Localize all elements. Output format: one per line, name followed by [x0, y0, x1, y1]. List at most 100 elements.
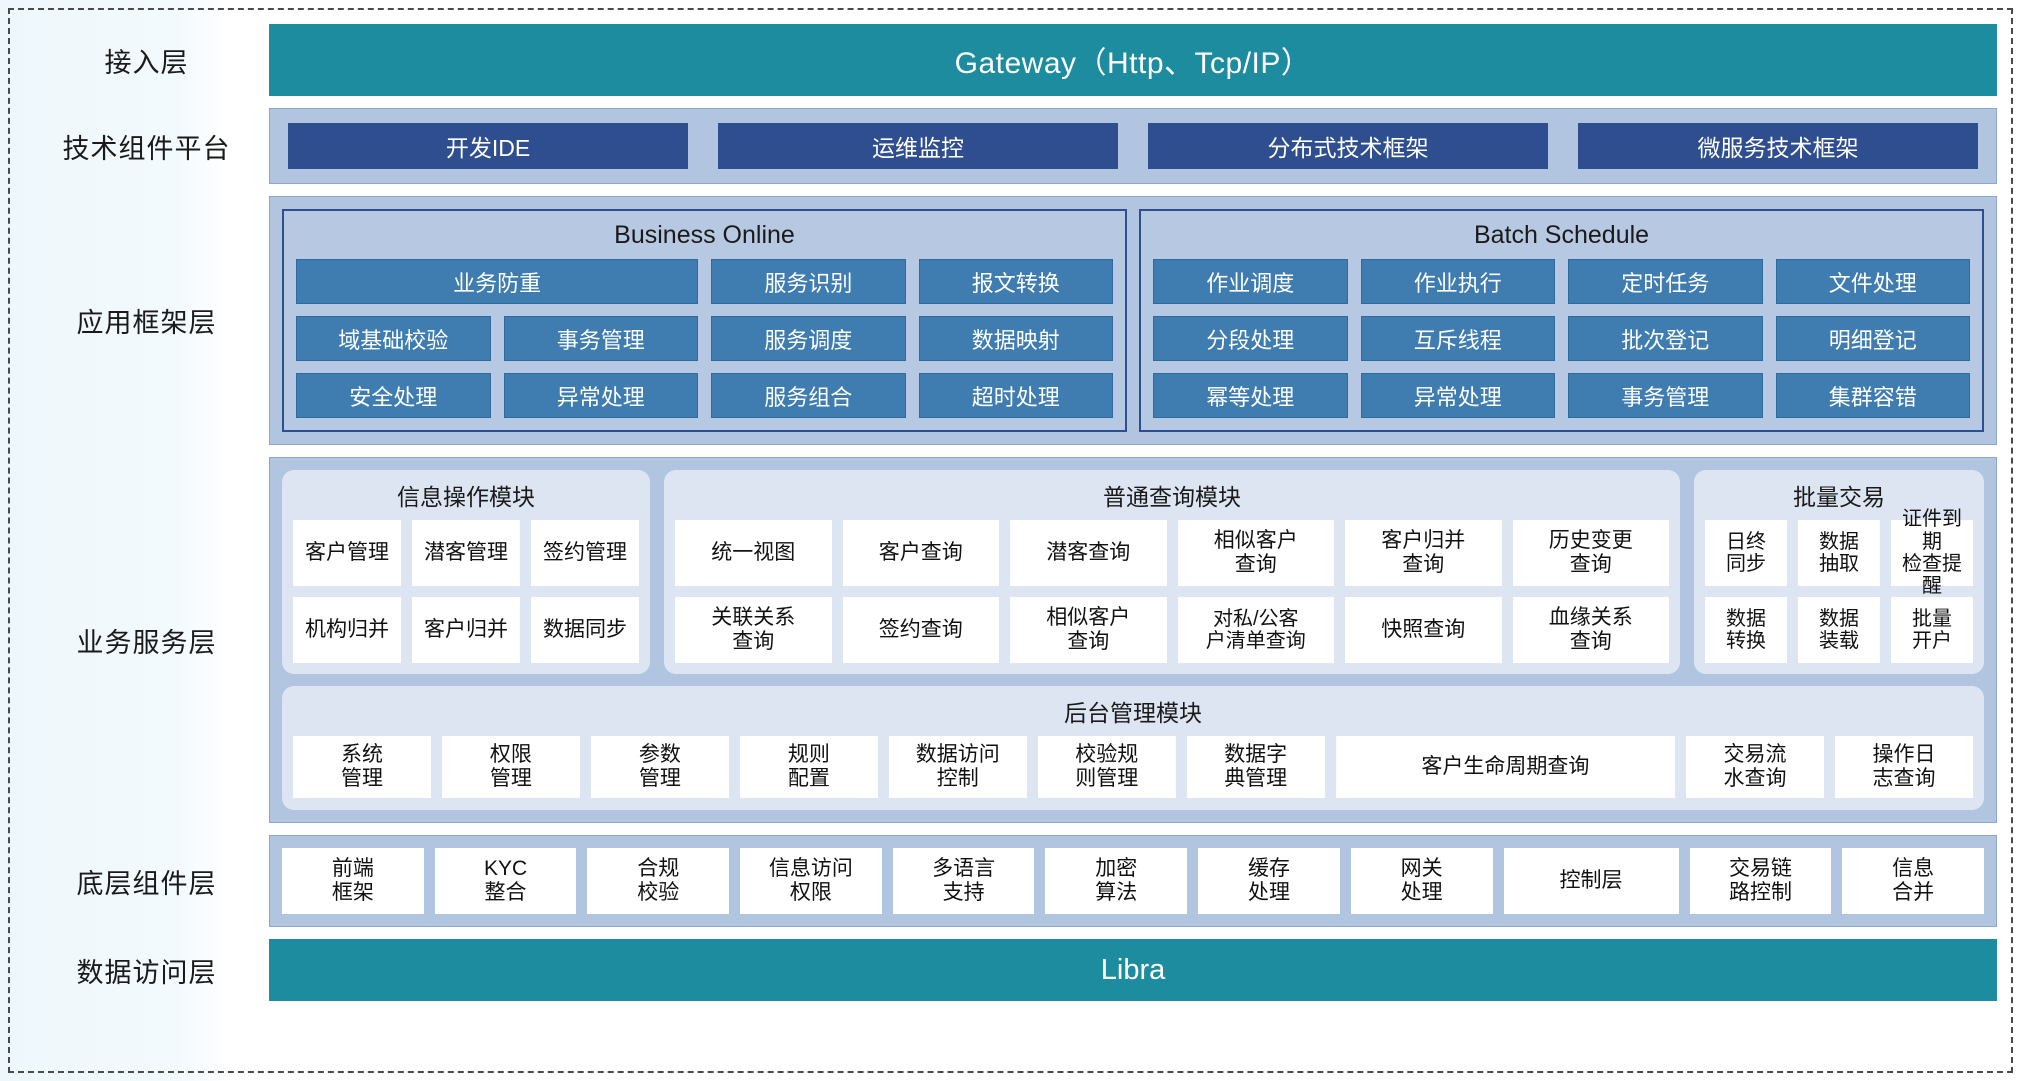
cell-prospect-mgmt[interactable]: 潜客管理 — [412, 520, 520, 586]
chip-file-process[interactable]: 文件处理 — [1775, 259, 1970, 304]
chip-transaction-mgmt-batch[interactable]: 事务管理 — [1568, 373, 1763, 418]
cell-data-access-control[interactable]: 数据访问控制 — [888, 736, 1027, 798]
app-group-batch-schedule: Batch Schedule 作业调度 作业执行 定时任务 文件处理 分段处理 … — [1139, 209, 1984, 432]
cell-rule-config[interactable]: 规则配置 — [739, 736, 878, 798]
cell-batch-account-open[interactable]: 批量开户 — [1891, 597, 1973, 663]
cell-relation-query[interactable]: 关联关系查询 — [675, 597, 832, 663]
cell-gateway-process[interactable]: 网关处理 — [1350, 848, 1493, 914]
libra-bar: Libra — [269, 939, 1997, 1001]
group-title-batch-schedule: Batch Schedule — [1473, 221, 1650, 249]
chip-idempotent-process[interactable]: 幂等处理 — [1153, 373, 1348, 418]
cell-customer-merge[interactable]: 客户归并 — [412, 597, 520, 663]
cell-multilingual-support[interactable]: 多语言支持 — [892, 848, 1035, 914]
chip-data-mapping[interactable]: 数据映射 — [918, 316, 1113, 361]
cell-operation-log-query[interactable]: 操作日志查询 — [1835, 736, 1973, 798]
svc-title-common-query: 普通查询模块 — [1103, 484, 1241, 510]
business-service-top-groups: 信息操作模块 客户管理 潜客管理 签约管理 机构归并 客户归并 数据同步 — [282, 470, 1984, 674]
chip-row: 作业调度 作业执行 定时任务 文件处理 — [1153, 259, 1970, 304]
chip-service-composition[interactable]: 服务组合 — [711, 373, 906, 418]
layer-business-service: 业务服务层 信息操作模块 客户管理 潜客管理 签约管理 — [24, 457, 1997, 823]
chip-message-transform[interactable]: 报文转换 — [918, 259, 1114, 304]
cell-prospect-query[interactable]: 潜客查询 — [1010, 520, 1167, 586]
cell-history-change-query[interactable]: 历史变更查询 — [1512, 520, 1669, 586]
chip-timed-task[interactable]: 定时任务 — [1568, 259, 1763, 304]
cell-info-merge[interactable]: 信息合并 — [1842, 848, 1984, 914]
cell-data-transform[interactable]: 数据转换 — [1705, 597, 1787, 663]
cell-compliance-check[interactable]: 合规校验 — [587, 848, 730, 914]
cell-eod-sync[interactable]: 日终同步 — [1705, 520, 1787, 586]
layer-body-data-access: Libra — [269, 939, 1997, 1001]
chip-job-schedule[interactable]: 作业调度 — [1153, 259, 1348, 304]
chip-row: 域基础校验 事务管理 服务调度 数据映射 — [296, 316, 1113, 361]
tech-chip-ops-monitor[interactable]: 运维监控 — [718, 123, 1118, 169]
chip-mutex-thread[interactable]: 互斥线程 — [1360, 316, 1555, 361]
layer-app-framework: 应用框架层 Business Online 业务防重 服务识别 报文转换 域基础… — [24, 196, 1997, 445]
svc-title-admin-module: 后台管理模块 — [1064, 700, 1202, 726]
chip-row: 分段处理 互斥线程 批次登记 明细登记 — [1153, 316, 1970, 361]
cell-certificate-expiry-reminder[interactable]: 证件到期检查提醒 — [1891, 508, 1973, 597]
app-group-business-online: Business Online 业务防重 服务识别 报文转换 域基础校验 事务管… — [282, 209, 1127, 432]
gateway-bar: Gateway（Http、Tcp/IP） — [269, 24, 1997, 96]
chip-service-dispatch[interactable]: 服务调度 — [711, 316, 906, 361]
chip-business-dedup[interactable]: 业务防重 — [296, 259, 699, 304]
cell-control-layer[interactable]: 控制层 — [1503, 848, 1679, 914]
cell-row: 关联关系查询 签约查询 相似客户查询 对私/公客户清单查询 快照查询 血缘关系查… — [675, 597, 1669, 663]
tech-chip-distributed-framework[interactable]: 分布式技术框架 — [1148, 123, 1548, 169]
cell-customer-lifecycle-query[interactable]: 客户生命周期查询 — [1335, 736, 1676, 798]
cell-row: 统一视图 客户查询 潜客查询 相似客户查询 客户归并查询 历史变更查询 — [675, 520, 1669, 586]
svc-group-info-operation: 信息操作模块 客户管理 潜客管理 签约管理 机构归并 客户归并 数据同步 — [282, 470, 650, 674]
cell-customer-mgmt[interactable]: 客户管理 — [293, 520, 401, 586]
cell-data-load[interactable]: 数据装载 — [1798, 597, 1880, 663]
cell-unified-view[interactable]: 统一视图 — [675, 520, 832, 586]
layer-body-access: Gateway（Http、Tcp/IP） — [269, 24, 1997, 96]
cell-row: 日终同步 数据抽取 证件到期检查提醒 — [1705, 508, 1973, 597]
cell-permission-mgmt[interactable]: 权限管理 — [441, 736, 580, 798]
tech-chip-microservice-framework[interactable]: 微服务技术框架 — [1578, 123, 1978, 169]
chip-row: 业务防重 服务识别 报文转换 — [296, 259, 1114, 304]
chip-domain-validate[interactable]: 域基础校验 — [296, 316, 491, 361]
chip-service-identify[interactable]: 服务识别 — [711, 259, 906, 304]
cell-transaction-flow-query[interactable]: 交易流水查询 — [1686, 736, 1825, 798]
layer-label-tech-platform: 技术组件平台 — [62, 133, 231, 164]
cell-data-extract[interactable]: 数据抽取 — [1798, 520, 1880, 586]
cell-similar-customer-query-2[interactable]: 相似客户查询 — [1010, 597, 1167, 663]
cell-frontend-framework[interactable]: 前端框架 — [282, 848, 424, 914]
chip-exception-process-batch[interactable]: 异常处理 — [1360, 373, 1555, 418]
chip-cluster-fault-tolerance[interactable]: 集群容错 — [1775, 373, 1970, 418]
layer-body-tech-platform: 开发IDE 运维监控 分布式技术框架 微服务技术框架 — [269, 108, 1997, 184]
layer-label-data-access: 数据访问层 — [76, 957, 217, 988]
cell-cache-process[interactable]: 缓存处理 — [1198, 848, 1340, 914]
cell-private-public-customer-list-query[interactable]: 对私/公客户清单查询 — [1177, 597, 1334, 663]
cell-transaction-chain-control[interactable]: 交易链路控制 — [1689, 848, 1832, 914]
tech-chip-ide[interactable]: 开发IDE — [288, 123, 688, 169]
chip-batch-register[interactable]: 批次登记 — [1568, 316, 1763, 361]
business-service-band: 信息操作模块 客户管理 潜客管理 签约管理 机构归并 客户归并 数据同步 — [269, 457, 1997, 823]
svc-title-batch-transaction: 批量交易 — [1793, 484, 1885, 510]
chip-detail-register[interactable]: 明细登记 — [1775, 316, 1970, 361]
cell-parameter-mgmt[interactable]: 参数管理 — [590, 736, 729, 798]
cell-blood-relation-query[interactable]: 血缘关系查询 — [1512, 597, 1669, 663]
chip-segment-process[interactable]: 分段处理 — [1153, 316, 1348, 361]
cell-contract-mgmt[interactable]: 签约管理 — [531, 520, 639, 586]
group-title-business-online: Business Online — [614, 221, 795, 249]
cell-validation-rule-mgmt[interactable]: 校验规则管理 — [1037, 736, 1176, 798]
chip-transaction-mgmt[interactable]: 事务管理 — [503, 316, 698, 361]
chip-job-execute[interactable]: 作业执行 — [1360, 259, 1555, 304]
cell-similar-customer-query[interactable]: 相似客户查询 — [1177, 520, 1334, 586]
cell-snapshot-query[interactable]: 快照查询 — [1345, 597, 1502, 663]
chip-security-process[interactable]: 安全处理 — [296, 373, 491, 418]
cell-encryption-algorithm[interactable]: 加密算法 — [1045, 848, 1188, 914]
cell-customer-query[interactable]: 客户查询 — [842, 520, 999, 586]
chip-timeout-process[interactable]: 超时处理 — [918, 373, 1113, 418]
cell-org-merge[interactable]: 机构归并 — [293, 597, 401, 663]
chip-exception-process[interactable]: 异常处理 — [503, 373, 698, 418]
chip-row: 幂等处理 异常处理 事务管理 集群容错 — [1153, 373, 1970, 418]
cell-system-mgmt[interactable]: 系统管理 — [293, 736, 431, 798]
cell-data-sync[interactable]: 数据同步 — [531, 597, 639, 663]
cell-info-access-permission[interactable]: 信息访问权限 — [740, 848, 882, 914]
cell-customer-merge-query[interactable]: 客户归并查询 — [1345, 520, 1502, 586]
cell-contract-query[interactable]: 签约查询 — [842, 597, 999, 663]
cell-data-dictionary-mgmt[interactable]: 数据字典管理 — [1186, 736, 1325, 798]
